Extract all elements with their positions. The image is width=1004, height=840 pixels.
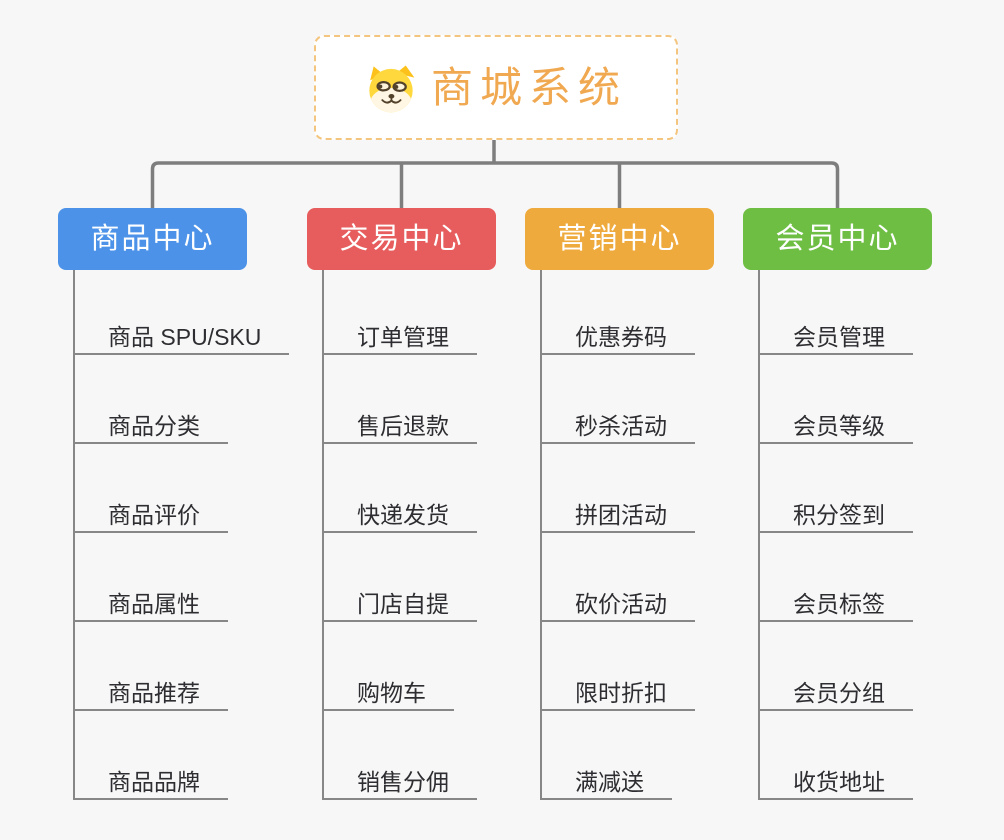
child-topic[interactable]: 限时折扣	[542, 622, 695, 711]
child-list-marketing: 优惠券码 秒杀活动 拼团活动 砍价活动 限时折扣 满减送	[540, 270, 695, 800]
child-topic[interactable]: 销售分佣	[324, 711, 477, 800]
branch-node-marketing[interactable]: 营销中心	[525, 208, 714, 270]
child-topic[interactable]: 购物车	[324, 622, 454, 711]
child-list-product: 商品 SPU/SKU 商品分类 商品评价 商品属性 商品推荐 商品品牌	[73, 270, 290, 800]
branch-node-product[interactable]: 商品中心	[58, 208, 247, 270]
child-topic[interactable]: 商品评价	[75, 444, 228, 533]
child-topic[interactable]: 秒杀活动	[542, 355, 695, 444]
child-topic[interactable]: 满减送	[542, 711, 672, 800]
child-topic[interactable]: 优惠券码	[542, 270, 695, 355]
child-topic[interactable]: 售后退款	[324, 355, 477, 444]
branch-column-trade: 交易中心 订单管理 售后退款 快递发货 门店自提 购物车 销售分佣	[307, 208, 496, 800]
child-topic[interactable]: 积分签到	[760, 444, 913, 533]
child-topic[interactable]: 会员分组	[760, 622, 913, 711]
child-list-trade: 订单管理 售后退款 快递发货 门店自提 购物车 销售分佣	[322, 270, 477, 800]
root-topic[interactable]: 商城系统	[314, 35, 678, 140]
child-list-member: 会员管理 会员等级 积分签到 会员标签 会员分组 收货地址	[758, 270, 913, 800]
branch-column-product: 商品中心 商品 SPU/SKU 商品分类 商品评价 商品属性 商品推荐 商品品牌	[58, 208, 290, 800]
child-topic[interactable]: 订单管理	[324, 270, 477, 355]
child-topic[interactable]: 商品 SPU/SKU	[75, 270, 290, 355]
dog-face-icon	[369, 64, 415, 112]
branch-node-member[interactable]: 会员中心	[743, 208, 932, 270]
child-topic[interactable]: 会员管理	[760, 270, 913, 355]
child-topic[interactable]: 商品品牌	[75, 711, 228, 800]
child-topic[interactable]: 商品分类	[75, 355, 228, 444]
child-topic[interactable]: 商品推荐	[75, 622, 228, 711]
branch-column-marketing: 营销中心 优惠券码 秒杀活动 拼团活动 砍价活动 限时折扣 满减送	[525, 208, 714, 800]
child-topic[interactable]: 会员等级	[760, 355, 913, 444]
root-topic-label: 商城系统	[430, 63, 627, 111]
branch-node-trade[interactable]: 交易中心	[307, 208, 496, 270]
child-topic[interactable]: 收货地址	[760, 711, 913, 800]
child-topic[interactable]: 拼团活动	[542, 444, 695, 533]
child-topic[interactable]: 砍价活动	[542, 533, 695, 622]
child-topic[interactable]: 会员标签	[760, 533, 913, 622]
child-topic[interactable]: 快递发货	[324, 444, 477, 533]
branch-column-member: 会员中心 会员管理 会员等级 积分签到 会员标签 会员分组 收货地址	[743, 208, 932, 800]
child-topic[interactable]: 门店自提	[324, 533, 477, 622]
child-topic[interactable]: 商品属性	[75, 533, 228, 622]
